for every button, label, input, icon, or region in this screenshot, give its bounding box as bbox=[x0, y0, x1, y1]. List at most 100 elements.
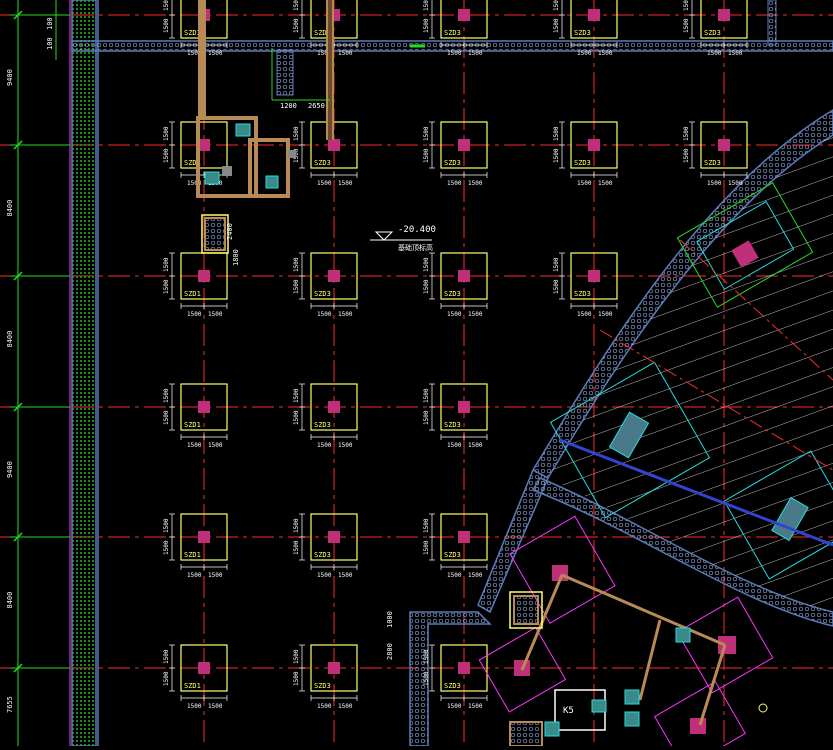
pad-dim-label-left-bottom: 1500 bbox=[163, 671, 170, 686]
core-cap-2 bbox=[676, 596, 774, 694]
pile-square bbox=[198, 401, 210, 413]
ramp-pile-3 bbox=[771, 496, 809, 542]
marker-circle bbox=[758, 703, 768, 713]
pad-dim-label-bottom-right: 1500 bbox=[728, 180, 743, 187]
column-strip-hatch bbox=[328, 0, 332, 140]
pad-outline bbox=[440, 0, 488, 39]
pad-outline bbox=[700, 0, 748, 39]
pad-label: SZD3 bbox=[444, 159, 461, 167]
left-dim-label-5: 8400 bbox=[6, 592, 14, 609]
pad-dim-label-left-top: 1500 bbox=[163, 0, 170, 11]
left-wall bbox=[71, 0, 97, 747]
pad-label: SZD3 bbox=[314, 290, 331, 298]
lift-dim-2: 1800 bbox=[232, 249, 240, 266]
top-wall bbox=[71, 40, 833, 52]
pile-square bbox=[588, 9, 600, 21]
ramp-cap-2 bbox=[549, 361, 711, 519]
pit-box-2 bbox=[204, 171, 220, 185]
pad-dim-label-bottom-left: 1500 bbox=[317, 703, 332, 710]
top-right-wall bbox=[767, 0, 777, 46]
pad-outline bbox=[440, 252, 488, 300]
pad-dim-label-bottom-right: 1500 bbox=[208, 311, 223, 318]
pad-outline bbox=[570, 0, 618, 39]
pad-label: SZD3 bbox=[574, 159, 591, 167]
pad-outline bbox=[440, 383, 488, 431]
pad-dim-label-left-bottom: 1500 bbox=[553, 18, 560, 33]
pad-label: SZD1 bbox=[184, 159, 201, 167]
left-dim-slash-1 bbox=[13, 10, 23, 20]
pad-label: SZD3 bbox=[704, 29, 721, 37]
pad-dim-label-bottom-right: 1500 bbox=[338, 442, 353, 449]
pad-dim-label-bottom-left: 1500 bbox=[447, 442, 462, 449]
wall-dim-2: 2800 bbox=[386, 643, 394, 660]
pad-label: SZD3 bbox=[444, 29, 461, 37]
ramp-pile-1 bbox=[731, 240, 759, 268]
ramp-pile-2 bbox=[608, 411, 650, 459]
pile-square bbox=[198, 531, 210, 543]
pad-dim-label-bottom-right: 1500 bbox=[338, 572, 353, 579]
ramp-hatch-region bbox=[548, 135, 833, 612]
pad-dim-label-bottom-right: 1500 bbox=[208, 50, 223, 57]
pit-box-low-5 bbox=[544, 721, 560, 737]
pad-dim-label-left-top: 1500 bbox=[553, 0, 560, 11]
pit-box-3 bbox=[265, 175, 279, 189]
elevation-note: 基础顶标高 bbox=[398, 243, 433, 252]
pad-dim-label-bottom-right: 1500 bbox=[208, 703, 223, 710]
pad-dim-label-left-top: 1500 bbox=[683, 0, 690, 11]
core-cap-4 bbox=[654, 680, 746, 750]
shaft-box-bottom bbox=[509, 721, 543, 747]
pad-dim-label-left-bottom: 1500 bbox=[163, 279, 170, 294]
stepped-wall bbox=[409, 611, 492, 747]
core-beam-1 bbox=[561, 573, 726, 647]
pad-dim-label-bottom-left: 1500 bbox=[577, 50, 592, 57]
pad-outline bbox=[700, 121, 748, 169]
left-dim-slash-2 bbox=[13, 140, 23, 150]
ramp-pile-caps bbox=[549, 182, 833, 580]
pile-square bbox=[458, 662, 470, 674]
pad-dim-label-left-top: 1500 bbox=[553, 126, 560, 141]
pile-square bbox=[328, 662, 340, 674]
pad-dim-label-bottom-right: 1500 bbox=[598, 50, 613, 57]
pad-dim-label-bottom-right: 1500 bbox=[338, 50, 353, 57]
pad-dim-label-left-bottom: 1500 bbox=[293, 18, 300, 33]
pad-dim-label-bottom-right: 1500 bbox=[468, 50, 483, 57]
pad-dim-label-left-bottom: 1500 bbox=[553, 279, 560, 294]
core-pile-4 bbox=[690, 718, 706, 734]
pit-box-1 bbox=[235, 123, 251, 137]
pad-dim-label-left-bottom: 1500 bbox=[293, 148, 300, 163]
ramp-cap-1 bbox=[676, 182, 814, 308]
pad-dim-label-bottom-right: 1500 bbox=[468, 703, 483, 710]
left-dim-slash-3 bbox=[13, 271, 23, 281]
pad-dim-label-left-bottom: 1500 bbox=[163, 18, 170, 33]
pad-dim-label-bottom-right: 1500 bbox=[468, 442, 483, 449]
pad-dim-label-bottom-right: 1500 bbox=[338, 180, 353, 187]
pile-square bbox=[458, 531, 470, 543]
pad-label: SZD3 bbox=[314, 29, 331, 37]
pit-box-low-1 bbox=[591, 699, 607, 713]
pile-square bbox=[718, 9, 730, 21]
pad-label: SZD1 bbox=[184, 551, 201, 559]
pile-square bbox=[588, 270, 600, 282]
pad-dim-label-bottom-left: 1500 bbox=[707, 180, 722, 187]
lift-pit-detail bbox=[196, 0, 334, 254]
pad-label: SZD3 bbox=[574, 29, 591, 37]
pad-outline bbox=[310, 644, 358, 692]
pad-label: SZD3 bbox=[314, 682, 331, 690]
sump-pit bbox=[276, 49, 294, 96]
pad-dim-label-bottom-right: 1500 bbox=[468, 572, 483, 579]
pad-dim-label-bottom-right: 1500 bbox=[338, 703, 353, 710]
pad-dim-label-left-bottom: 1500 bbox=[293, 279, 300, 294]
shaft-outline bbox=[196, 116, 258, 198]
pile-square bbox=[198, 662, 210, 674]
pad-dim-label-left-top: 1500 bbox=[423, 518, 430, 533]
pad-dim-label-bottom-left: 1500 bbox=[187, 180, 202, 187]
